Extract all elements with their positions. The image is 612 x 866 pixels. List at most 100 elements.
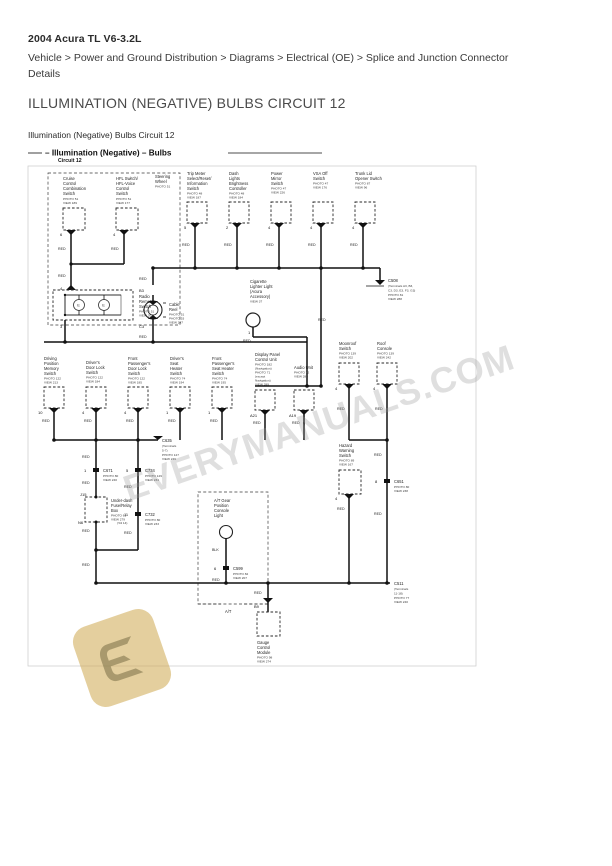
wire-label: BLK	[212, 548, 219, 552]
view-ref: VIEW 289	[255, 383, 269, 387]
photo-ref: PHOTO 48	[229, 192, 245, 196]
component-drivers-door-lock-switch: Driver's Door Lock Switch PHOTO 122 VIEW…	[82, 360, 107, 440]
svg-text:E: E	[77, 303, 80, 308]
photo-ref: PHOTO 77	[394, 596, 410, 600]
label-line: Box	[111, 508, 118, 513]
label-line: Switch	[170, 371, 183, 376]
label-line: Radio	[139, 294, 150, 299]
component-dash-lights-brightness-controller: Dash Lights Brightness Controller PHOTO …	[224, 171, 250, 268]
component-audio-unit: Audio Unit PHOTO 72 VIEW 286 A19 RED	[289, 365, 315, 440]
photo-ref: PHOTO 47	[313, 182, 329, 186]
label-line: Module	[257, 650, 271, 655]
photo-ref: PHOTO 80	[103, 474, 119, 478]
diagram-frame	[27, 165, 477, 667]
svg-text:E: E	[102, 303, 105, 308]
label-line: Audio Unit	[294, 365, 314, 370]
view-ref: VIEW 195	[212, 381, 226, 385]
pin-number: 4	[124, 410, 127, 415]
view-ref: VIEW 202	[339, 356, 353, 360]
nav-note2: Navigation)	[255, 379, 271, 383]
label-line: Trip Meter	[187, 171, 206, 176]
label-line: Control	[116, 186, 129, 191]
label-line: Trunk Lid	[355, 171, 373, 176]
label-line: Wheel	[155, 179, 167, 184]
component-trip-meter-select-reset-information-switch: Trip Meter Select/Reset/ Information Swi…	[182, 171, 212, 268]
component-roof-console: Roof Console PHOTO 139 VIEW 242 4 RED	[373, 341, 398, 440]
wire-label: RED	[124, 485, 132, 489]
photo-ref: PHOTO 74	[212, 377, 228, 381]
view-ref: VIEW 167	[339, 463, 353, 467]
view-ref: VIEW 247	[169, 321, 183, 325]
label-line: Console	[377, 346, 393, 351]
wire-label: RED	[58, 247, 66, 251]
component-box	[85, 386, 107, 409]
component-box	[84, 496, 108, 523]
connector-b3: B3	[139, 288, 145, 293]
component-box	[254, 389, 276, 411]
pin-number: A19	[289, 413, 297, 418]
label-line: HFL-Voice	[116, 181, 136, 186]
wire-label: RED	[210, 419, 218, 423]
connector-terminals: (Terminals	[394, 587, 409, 591]
connector-c511: C511 (Terminals 11-18) PHOTO 77 VIEW 240	[394, 581, 410, 604]
wire-label: RED	[266, 243, 274, 247]
pin-number: 1	[84, 468, 87, 473]
pin-number: 4	[82, 410, 85, 415]
photo-ref: PHOTO 47	[271, 187, 287, 191]
wire-label: RED	[82, 481, 90, 485]
photo-ref2: PHOTO 71	[255, 371, 271, 375]
view-ref: VIEW 240	[394, 600, 408, 604]
breadcrumb: Vehicle > Power and Ground Distribution …	[28, 52, 509, 80]
label-line: Control Unit	[255, 357, 277, 362]
wire-label: RED	[243, 339, 251, 343]
view-ref: VIEW 242	[377, 356, 391, 360]
connector-id: C732	[145, 512, 156, 517]
photo-ref: PHOTO 80	[145, 518, 161, 522]
label-line: Driver's	[86, 360, 100, 365]
label-line: Warning	[339, 448, 355, 453]
view-ref: VIEW 279	[111, 518, 125, 522]
wiring-diagram: .lbl { font-family: "Liberation Sans", s…	[22, 140, 520, 712]
component-front-passengers-door-lock-switch: Front Passenger's Door Lock Switch PHOTO…	[124, 356, 150, 440]
pin-number: 4	[60, 286, 63, 291]
photo-ref: PHOTO 81	[388, 293, 404, 297]
pin-number: 4	[373, 386, 376, 391]
pin-number: 5	[126, 468, 129, 473]
pin-number: 4	[352, 225, 355, 230]
view-ref: VIEW 233	[145, 522, 159, 526]
view-ref: VIEW 184	[86, 380, 100, 384]
view-ref: VIEW 207	[233, 576, 247, 580]
view-ref: VIEW 185	[128, 381, 142, 385]
view-ref: VIEW 177	[116, 201, 130, 205]
label-line: Roof	[377, 341, 387, 346]
label-line: Dash	[229, 171, 239, 176]
pin-number: A21	[250, 413, 258, 418]
photo-ref: PHOTO 122	[128, 377, 145, 381]
component-power-mirror-switch: Power Mirror Switch PHOTO 47 VIEW 226 4 …	[266, 171, 292, 268]
component-vsa-off-switch: VSA Off Switch PHOTO 47 VIEW 176 4 RED	[308, 171, 334, 268]
label-line: HFL Switch/	[116, 176, 139, 181]
pin-number: 3	[60, 324, 63, 329]
component-moonroof-switch: Moonroof Switch PHOTO 139 VIEW 202 4 RED	[335, 341, 360, 440]
label-line: (Acura	[250, 289, 263, 294]
component-radio-remote-switch: E E Radio Remote Switch PHOTO 51 VIEW 20…	[52, 289, 155, 342]
component-cruise-control-combination-switch: Cruise Control Combination Switch PHOTO …	[58, 176, 87, 264]
connector-c651: 8 C651 PHOTO 80 VIEW 238	[375, 479, 410, 493]
label-line: Steering	[155, 174, 171, 179]
photo-ref: PHOTO 82	[233, 572, 249, 576]
photo-ref: PHOTO 139	[377, 352, 394, 356]
pin-number: 10	[38, 410, 43, 415]
view-ref: VIEW 288	[388, 297, 402, 301]
view-ref: VIEW 249	[162, 457, 176, 461]
label-line: Cigarette	[250, 279, 267, 284]
photo-ref: PHOTO 89	[339, 459, 355, 463]
connector-id: C671	[103, 468, 114, 473]
connector-terminals2: C3, D3, E3, F3, G3)	[388, 289, 415, 293]
wire-label: RED	[308, 243, 316, 247]
photo-ref2: PHOTO 53	[169, 317, 185, 321]
label-line: Position	[214, 503, 229, 508]
view-ref: VIEW 37	[250, 300, 262, 304]
component-trunk-lid-opener-switch: Trunk Lid Opener Switch PHOTO 87 VIEW 96…	[350, 171, 383, 268]
label-line: Lights	[229, 176, 240, 181]
photo-ref: PHOTO 87	[355, 182, 371, 186]
